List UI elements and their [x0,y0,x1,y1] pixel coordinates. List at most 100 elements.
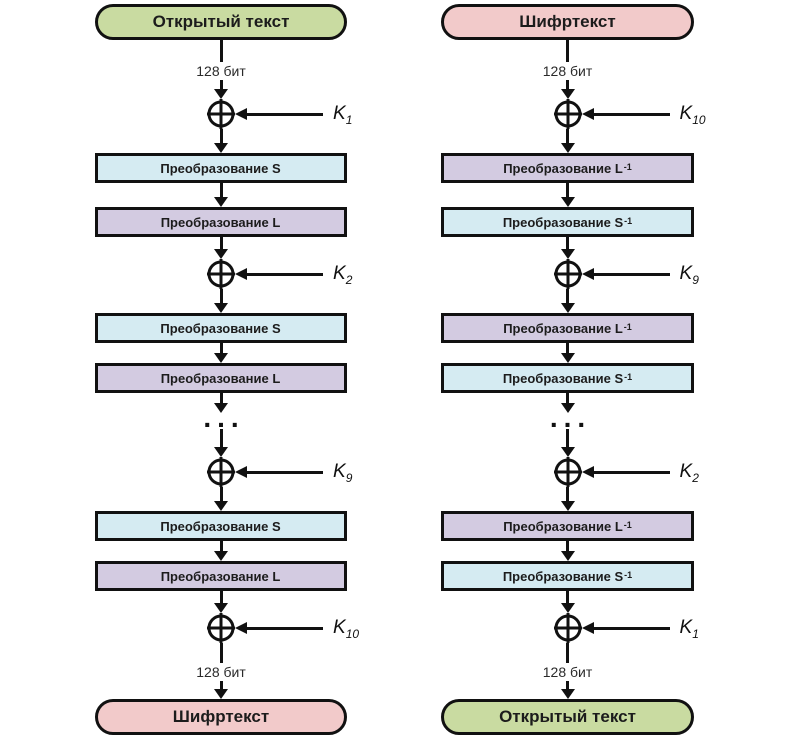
arrow-down-icon [560,249,575,259]
bus-width-label-top: 128 бит [542,63,593,79]
key-arrow-line [593,112,670,116]
arrow-down-icon [214,143,228,153]
flow-line [219,237,223,249]
box-transform-l-inv-2: Преобразование L-1 [441,313,694,343]
arrow-left-icon [581,268,594,280]
key-label-k10: K10 [333,617,360,641]
box-transform-s-inv-1: Преобразование S-1 [441,207,694,237]
xor-round-2: K2 [95,259,352,289]
key-arrow-line [593,272,670,276]
arrow-down-icon [560,197,575,207]
flow-line [219,487,223,501]
key-injection-arrow: K10 [581,103,706,127]
arrow-down-icon [214,303,228,313]
xor-icon [553,613,582,643]
key-injection-arrow: K9 [581,263,699,287]
key-label-k2: K2 [679,461,699,485]
arrow-left-icon [235,466,247,478]
arrow-left-icon [581,622,594,634]
arrow-left-icon [581,466,594,478]
arrow-left-icon [235,268,247,280]
key-injection-arrow: K9 [235,461,353,485]
flow-line [566,237,569,249]
flow-line [566,129,569,143]
xor-icon [553,457,582,487]
box-transform-s-inv-3: Преобразование S-1 [441,561,694,591]
flow-line [566,429,569,447]
flow-line [566,541,569,551]
arrow-down-icon [560,143,575,153]
arrow-down-icon [560,303,575,313]
key-label-k2: K2 [333,263,353,287]
arrow-left-icon [235,622,247,634]
flow-line [566,643,569,663]
flow-line [219,591,223,603]
arrow-down-icon [560,403,575,413]
terminal-ciphertext-top: Шифртекст [441,4,694,40]
flow-line [566,80,569,89]
arrow-down-icon [214,249,228,259]
terminal-ciphertext-bottom: Шифртекст [95,699,347,735]
arrow-down-icon [560,353,575,363]
flow-line [219,681,223,689]
terminal-label: Открытый текст [152,12,290,31]
box-transform-l-2: Преобразование L [95,363,347,393]
box-transform-s-3: Преобразование S [95,511,347,541]
flow-line [566,487,569,501]
arrow-left-icon [581,108,594,120]
arrow-down-icon [560,689,575,699]
flow-line [566,289,569,303]
arrow-down-icon [214,689,228,699]
bus-width-label-bottom: 128 бит [196,664,246,680]
box-transform-s-inv-2: Преобразование S-1 [441,363,694,393]
key-label-k1: K1 [333,103,353,127]
xor-round-9: K9 [95,457,352,487]
ellipsis: ... [549,402,592,433]
flow-line [566,40,569,62]
flow-line [219,393,223,403]
xor-round-1: K10 [441,99,706,129]
arrow-down-icon [214,89,228,99]
bus-width-label-bottom: 128 бит [542,664,593,680]
flow-line [219,343,223,353]
arrow-down-icon [214,353,228,363]
arrow-down-icon [214,197,228,207]
arrow-down-icon [214,447,228,457]
xor-icon [207,259,235,289]
arrow-down-icon [214,403,228,413]
terminal-plaintext-bottom: Открытый текст [441,699,694,735]
arrow-down-icon [560,447,575,457]
flow-line [566,681,569,689]
box-transform-l-inv-3: Преобразование L-1 [441,511,694,541]
key-label-k9: K9 [679,263,699,287]
xor-icon [207,457,235,487]
terminal-label: Шифртекст [172,707,270,726]
key-label-k1: K1 [679,617,699,641]
key-injection-arrow: K2 [581,461,699,485]
bus-width-label-top: 128 бит [196,63,246,79]
arrow-down-icon [560,603,575,613]
xor-round-2: K9 [441,259,699,289]
arrow-down-icon [560,501,575,511]
flow-line [219,643,223,663]
key-arrow-line [247,272,323,276]
arrow-down-icon [214,501,228,511]
key-injection-arrow: K1 [581,617,699,641]
flow-line [219,183,223,197]
key-arrow-line [247,626,323,630]
key-label-k9: K9 [333,461,353,485]
key-label-k10: K10 [679,103,706,127]
column-encryption: Открытый текст 128 бит K1 Преобразование… [95,4,359,735]
xor-round-1: K1 [95,99,352,129]
arrow-down-icon [560,551,575,561]
terminal-label: Открытый текст [499,707,636,726]
xor-round-9: K2 [441,457,699,487]
key-injection-arrow: K2 [235,263,353,287]
xor-icon [207,99,235,129]
key-injection-arrow: K1 [235,103,353,127]
ellipsis: ... [203,402,245,433]
flow-line [219,80,223,89]
arrow-left-icon [235,108,247,120]
flow-line [566,591,569,603]
flow-line [566,393,569,403]
